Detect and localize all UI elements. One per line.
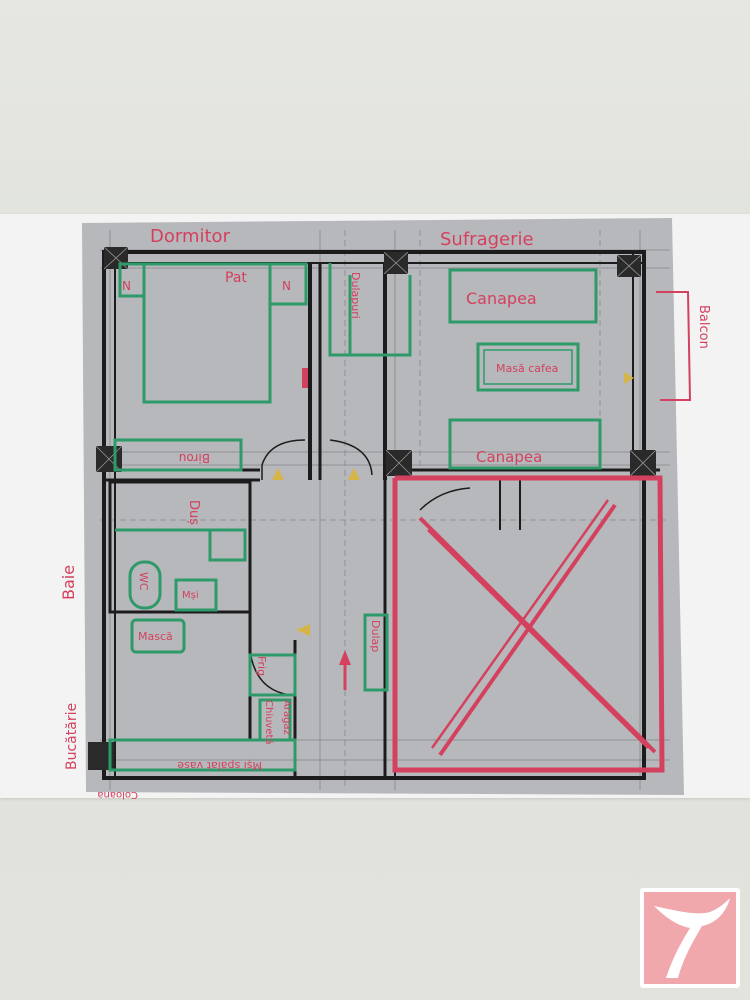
label-bucatarie: Bucătărie [64, 703, 80, 770]
label-chiuveta: Chiuvetă [263, 700, 274, 745]
label-dormitor: Dormitor [150, 226, 231, 247]
label-frig: Frig [255, 656, 268, 676]
red-markup [302, 291, 692, 773]
label-wc: WC [137, 572, 150, 591]
label-aragaz: Aragaz [281, 700, 292, 735]
label-coloana: Coloana [97, 789, 138, 800]
label-masa-cafea: Masă cafea [496, 362, 558, 375]
furniture [108, 262, 602, 772]
label-masca: Mască [138, 630, 173, 643]
label-canapea-bottom: Canapea [476, 448, 542, 466]
label-n2: N [282, 279, 291, 293]
label-pat: Pat [225, 270, 247, 286]
label-sufragerie: Sufragerie [440, 229, 534, 250]
yellow-arrows [272, 372, 634, 636]
label-baie: Baie [59, 565, 78, 600]
label-dulap: Dulap [369, 620, 382, 652]
bird-logo-icon [640, 888, 740, 988]
label-dus: Duș [186, 500, 201, 525]
label-n1: N [122, 279, 131, 293]
label-canapea-top: Canapea [466, 289, 537, 308]
plan-print-area [82, 218, 684, 795]
label-dulapuri: Dulapuri [349, 272, 362, 319]
label-birou: Birou [179, 451, 210, 465]
label-balcon: Balcon [696, 305, 711, 349]
label-masina-spalat: Mși spălat vase [177, 759, 262, 772]
label-masina: Mși [182, 590, 199, 601]
